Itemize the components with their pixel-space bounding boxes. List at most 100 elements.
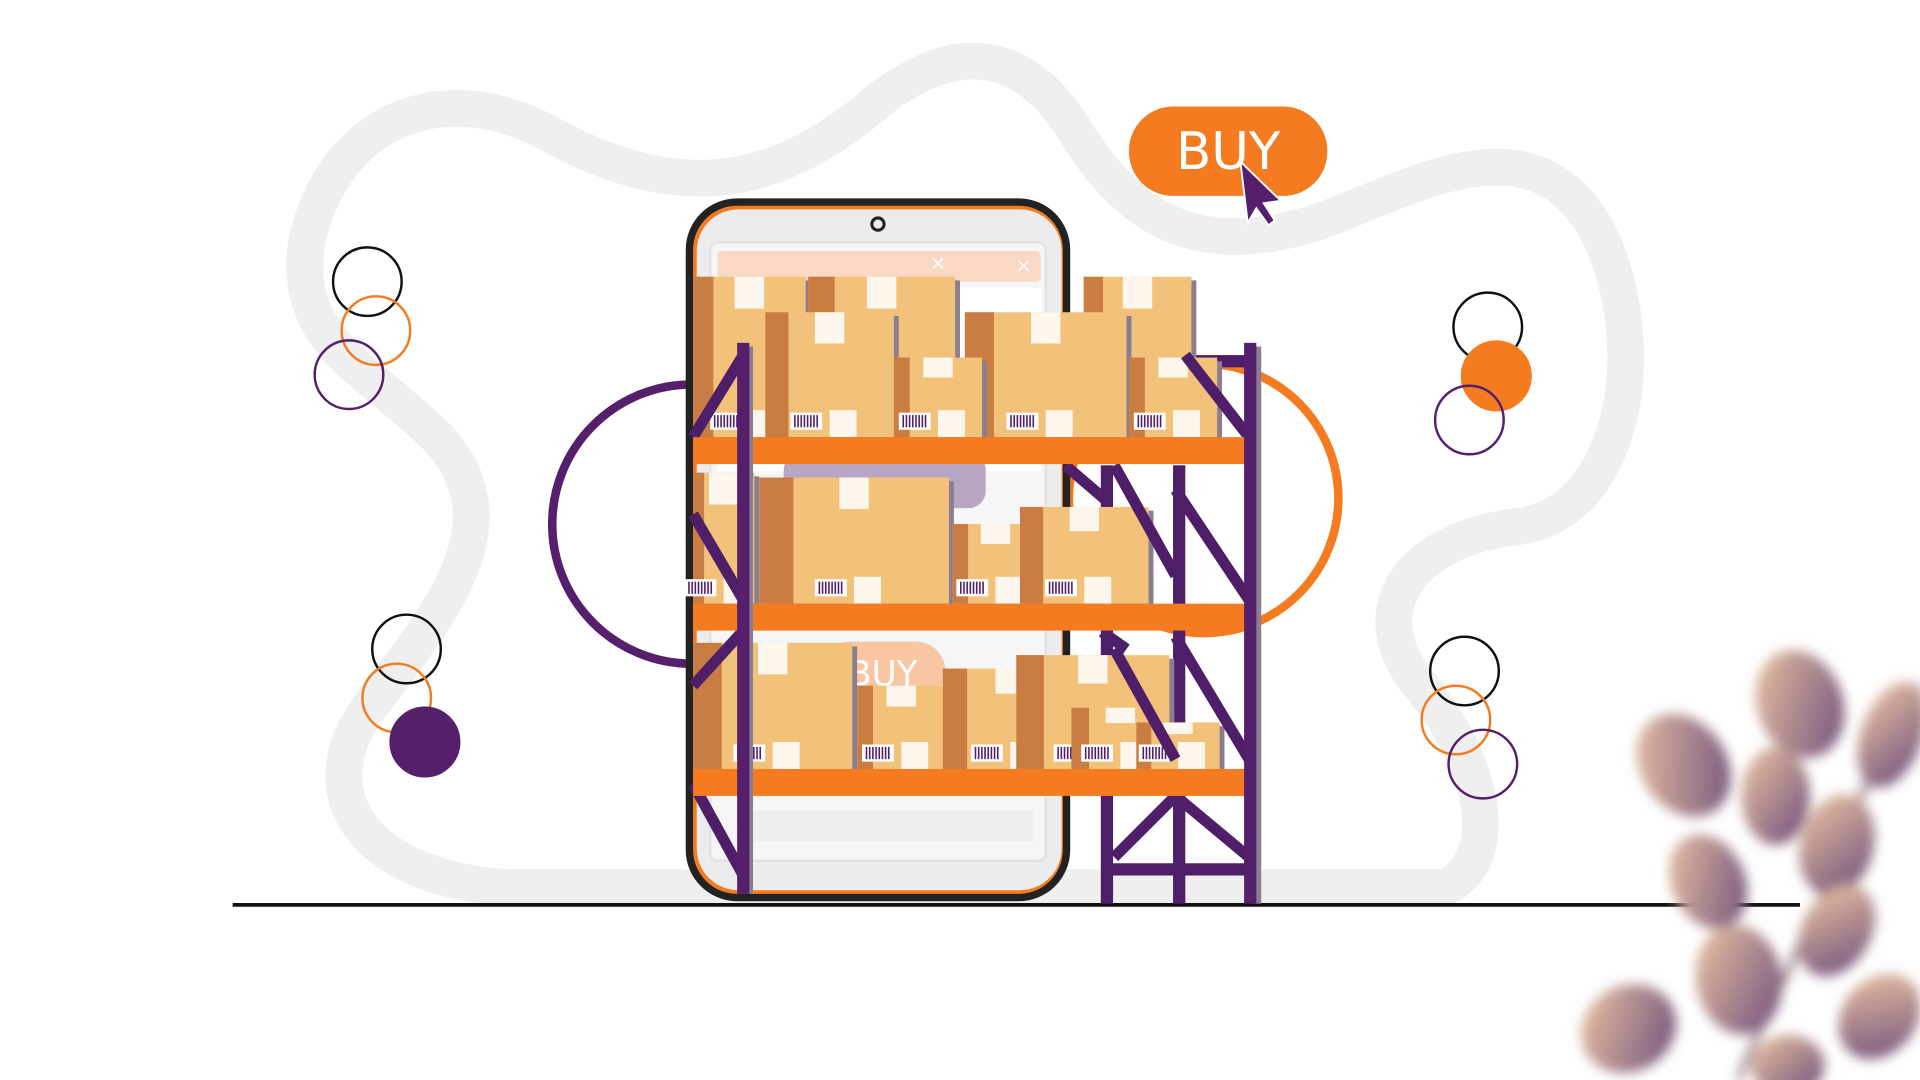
barcode-bar: [865, 746, 868, 760]
barcode-bar: [1067, 581, 1070, 594]
box-side: [1020, 506, 1044, 604]
barcode-bar: [1010, 415, 1012, 428]
barcode-bar: [756, 746, 758, 760]
rack-brace: [1171, 791, 1253, 862]
box-side: [759, 477, 794, 604]
barcode-bar: [982, 581, 984, 594]
barcode-bar: [960, 581, 962, 594]
background-wave: [286, 42, 1645, 907]
close-icon[interactable]: ×: [1015, 254, 1031, 277]
barcode-bar: [1104, 746, 1106, 760]
barcode-bar: [975, 581, 978, 594]
rack-brace: [1061, 461, 1112, 507]
barcode-bar: [974, 746, 977, 760]
barcode-bar: [1084, 746, 1087, 760]
barcode-bar: [1094, 746, 1097, 760]
barcode-bar: [1032, 415, 1035, 428]
barcode-bar: [1048, 581, 1051, 594]
camera-icon: [870, 216, 886, 232]
barcode-bar: [753, 746, 755, 760]
close-icon[interactable]: ×: [930, 251, 946, 274]
barcode-bar: [924, 415, 927, 428]
box-tape: [829, 410, 857, 438]
barcode-bar: [1097, 746, 1100, 760]
barcode-bar: [1057, 746, 1059, 760]
barcode-bar: [1055, 581, 1057, 594]
box-tape: [1173, 410, 1200, 438]
barcode-bar: [905, 415, 908, 428]
box-tape: [866, 276, 897, 309]
barcode-bar: [1058, 581, 1060, 594]
rack-braces: [688, 351, 1254, 879]
barcode-bar: [831, 581, 833, 594]
buy-button[interactable]: BUY: [1128, 106, 1328, 196]
barcode-bar: [1071, 581, 1073, 594]
cardboard-boxes: [684, 276, 1225, 773]
barcode-bar: [1153, 415, 1156, 428]
barcode-bar: [1161, 746, 1164, 760]
barcode-bar: [821, 581, 824, 594]
barcode-bar: [800, 415, 803, 428]
rack-brace: [1110, 792, 1180, 862]
barcode-bar: [1137, 415, 1140, 428]
barcode-bar: [806, 415, 809, 428]
barcode-bar: [688, 581, 690, 594]
barcode-bar: [1022, 415, 1025, 428]
barcode-bar: [691, 581, 693, 594]
barcode-bar: [912, 415, 914, 428]
barcode-bar: [1013, 415, 1015, 428]
barcode-bar: [710, 581, 713, 594]
rack-shelves: [693, 437, 1247, 796]
rack-brace: [1109, 462, 1181, 579]
box-tape: [734, 276, 765, 309]
box-tape: [1158, 357, 1188, 378]
rack-brace: [688, 352, 748, 441]
decor-circles-right-bottom: [1420, 635, 1519, 800]
barcode-bar: [963, 581, 965, 594]
barcode-bar: [969, 581, 972, 594]
barcode-bar: [1140, 415, 1143, 428]
buy-button-label: BUY: [1176, 122, 1281, 182]
box-tape: [1122, 276, 1153, 309]
barcode-bar: [881, 746, 884, 760]
shelf-bottom: [693, 768, 1247, 796]
barcode-bar: [1156, 415, 1159, 428]
cursor-arrow-icon: [1239, 159, 1283, 227]
rack-brace: [688, 511, 749, 603]
barcode-bar: [1100, 746, 1103, 760]
barcode-bar: [902, 415, 905, 428]
barcode-bar: [813, 415, 815, 428]
barcode-bar: [1143, 415, 1146, 428]
barcode-bar: [884, 746, 887, 760]
barcode-bar: [918, 415, 920, 428]
barcode-bar: [816, 415, 818, 428]
box-tape: [1069, 506, 1099, 532]
box-tape: [1078, 655, 1108, 684]
barcode-bar: [713, 415, 716, 428]
barcode-bar: [1060, 746, 1063, 760]
rack-brace: [1109, 646, 1181, 762]
barcode-bar: [990, 746, 993, 760]
barcode-bar: [824, 581, 827, 594]
barcode-bar: [921, 415, 924, 428]
barcode-bar: [908, 415, 911, 428]
box-tape: [1163, 722, 1193, 735]
decor-circles-right-top: [1433, 291, 1532, 456]
barcode-bar: [794, 415, 796, 428]
barcode-bar: [966, 581, 968, 594]
box-tape: [1045, 410, 1073, 438]
barcode-bar: [1063, 746, 1066, 760]
barcode-bar: [1029, 415, 1031, 428]
barcode-bar: [1019, 415, 1022, 428]
barcode-bar: [729, 415, 732, 428]
box-tape: [1105, 707, 1136, 724]
box-tape: [980, 524, 1011, 544]
barcode-bar: [1145, 746, 1148, 760]
barcode-bar: [720, 415, 722, 428]
decor-circles-left-top: [313, 246, 412, 411]
rack-brace: [1180, 351, 1254, 441]
barcode-bar: [759, 746, 762, 760]
barcode-bar: [834, 581, 837, 594]
barcode-bar: [1016, 415, 1019, 428]
barcode-bar: [979, 581, 981, 594]
